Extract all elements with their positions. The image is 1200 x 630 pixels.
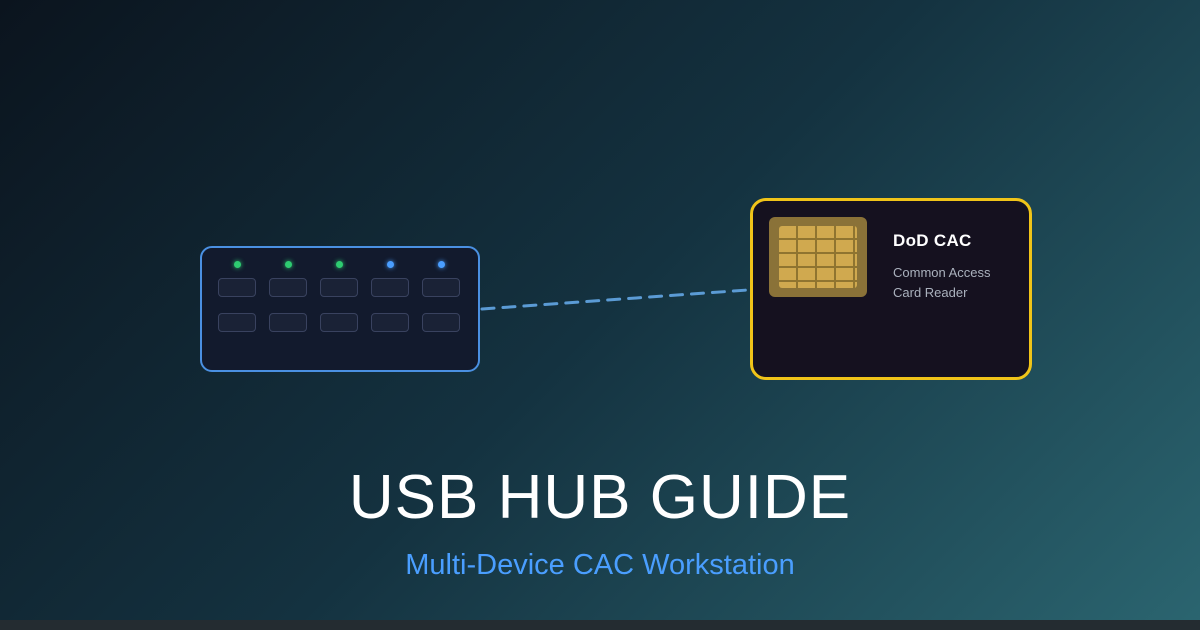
led-indicator: [386, 260, 394, 268]
led-cell: [269, 260, 307, 268]
card-text-block: DoD CAC Common Access Card Reader: [893, 217, 991, 303]
connection-line: [480, 288, 750, 311]
bottom-strip: [0, 620, 1200, 630]
led-cell: [422, 260, 460, 268]
usb-port: [422, 278, 460, 297]
usb-port: [320, 313, 358, 332]
card-subtitle-line2: Card Reader: [893, 285, 968, 300]
page-subtitle: Multi-Device CAC Workstation: [405, 549, 795, 581]
cac-reader-card: DoD CAC Common Access Card Reader: [750, 198, 1032, 380]
led-row: [218, 260, 462, 268]
usb-hub: [200, 246, 480, 372]
led-cell: [371, 260, 409, 268]
led-indicator: [233, 260, 241, 268]
led-cell: [320, 260, 358, 268]
usb-port: [218, 278, 256, 297]
usb-port-row-2: [218, 313, 462, 332]
smartcard-chip-icon: [769, 217, 867, 297]
page-title: USB HUB GUIDE: [348, 463, 852, 532]
usb-port: [371, 278, 409, 297]
led-indicator: [437, 260, 445, 268]
usb-port: [269, 313, 307, 332]
led-indicator: [335, 260, 343, 268]
led-cell: [218, 260, 256, 268]
led-indicator: [284, 260, 292, 268]
card-title: DoD CAC: [893, 231, 972, 250]
usb-port: [269, 278, 307, 297]
usb-port: [218, 313, 256, 332]
usb-port-row-1: [218, 278, 462, 297]
usb-port: [320, 278, 358, 297]
card-subtitle-line1: Common Access: [893, 265, 991, 280]
usb-port: [422, 313, 460, 332]
card-subtitle: Common Access Card Reader: [893, 263, 991, 303]
chip-contact-grid-icon: [779, 226, 857, 288]
usb-port: [371, 313, 409, 332]
